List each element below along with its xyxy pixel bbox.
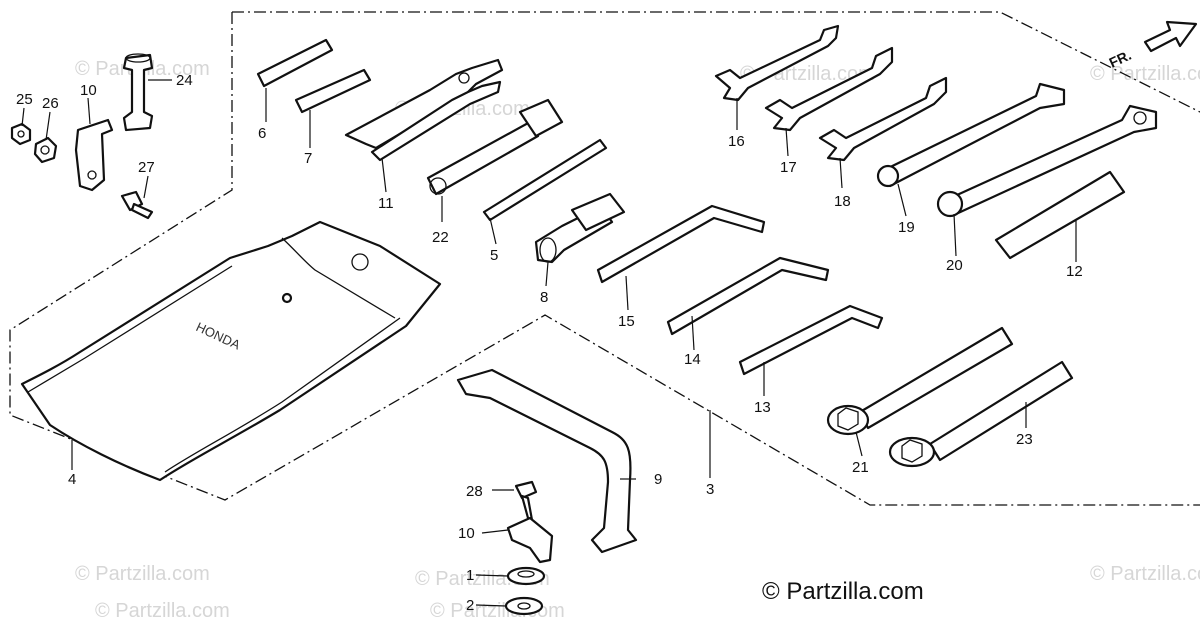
watermark: © Partzilla.com: [75, 563, 210, 585]
copyright-notice: © Partzilla.com: [762, 578, 924, 605]
callout-22: 22: [432, 229, 449, 246]
leader-lines: [21, 79, 1077, 607]
watermark: © Partzilla.com: [430, 600, 565, 622]
callout-4: 4: [68, 471, 76, 488]
callout-24: 24: [176, 72, 193, 89]
callout-26: 26: [42, 95, 59, 112]
part-21-box-wrench: [826, 326, 1014, 436]
part-17-open-wrench: [764, 46, 894, 132]
watermark-layer: © Partzilla.com © Partzilla.com © Partzi…: [75, 58, 1200, 622]
callout-16: 16: [728, 133, 745, 150]
callout-21: 21: [852, 459, 869, 476]
part-15-hex-wrench: [596, 204, 766, 284]
callout-7: 7: [304, 150, 312, 167]
callout-8: 8: [540, 289, 548, 306]
callout-28: 28: [466, 483, 483, 500]
callout-11: 11: [378, 195, 394, 212]
part-24-tool-holder: [122, 53, 154, 132]
callout-15: 15: [618, 313, 635, 330]
callout-18: 18: [834, 193, 851, 210]
part-1-collar: [506, 566, 546, 586]
callout-23: 23: [1016, 431, 1033, 448]
part-27-bolt: [120, 190, 154, 220]
part-11-pliers: [344, 58, 504, 162]
callout-27: 27: [138, 159, 155, 176]
part-10-lower-bracket: [506, 516, 554, 564]
part-19-ring-wrench: [876, 82, 1066, 188]
part-25-bolt: [10, 122, 32, 146]
part-13-hex-wrench: [738, 304, 884, 376]
part-14-hex-wrench: [666, 256, 830, 336]
part-4-tool-pouch: HONDA: [20, 220, 442, 482]
part-26-nut: [33, 136, 58, 164]
callout-labels: 25 26 10 24 27 4 6 7 11 22 5 8 15 14 13 …: [16, 72, 1083, 614]
callout-14: 14: [684, 351, 701, 368]
watermark: © Partzilla.com: [1090, 563, 1200, 585]
callout-2: 2: [466, 597, 474, 614]
callout-9: 9: [654, 471, 662, 488]
part-10-bracket: [74, 118, 114, 192]
callout-1: 1: [466, 567, 474, 584]
part-18-open-wrench: [818, 76, 948, 162]
part-6-hex-key: [256, 38, 334, 88]
callout-17: 17: [780, 159, 797, 176]
part-20-ring-wrench: [936, 104, 1158, 218]
callout-3: 3: [706, 481, 714, 498]
callout-12: 12: [1066, 263, 1083, 280]
callout-10-lower: 10: [458, 525, 475, 542]
watermark: © Partzilla.com: [95, 600, 230, 622]
part-8-screwdriver-handle: [534, 192, 626, 264]
part-22-spark-plug-wrench: [426, 98, 564, 196]
part-28-bolt: [514, 480, 538, 522]
callout-13: 13: [754, 399, 771, 416]
part-9-retaining-strap: [456, 368, 638, 554]
watermark: © Partzilla.com: [1090, 63, 1200, 85]
callout-19: 19: [898, 219, 915, 236]
callout-25: 25: [16, 91, 33, 108]
part-5-screwdriver-bit: [482, 138, 608, 222]
part-16-open-wrench: [714, 24, 840, 102]
part-2-washer: [504, 596, 544, 616]
callout-20: 20: [946, 257, 963, 274]
part-7-hex-key: [294, 68, 372, 114]
part-23-box-wrench: [888, 360, 1074, 468]
callout-10: 10: [80, 82, 97, 99]
callout-5: 5: [490, 247, 498, 264]
part-12-handle-grip: [994, 170, 1126, 260]
callout-6: 6: [258, 125, 266, 142]
